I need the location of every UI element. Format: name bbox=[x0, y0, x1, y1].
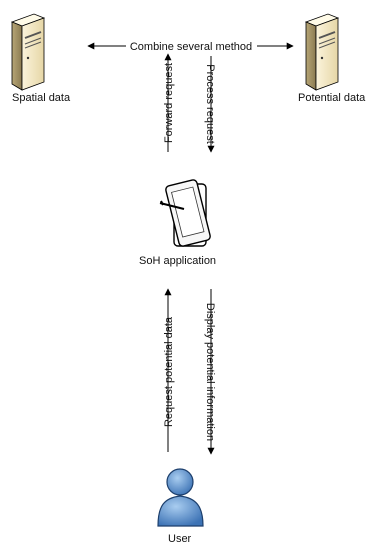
spatial-data-label: Spatial data bbox=[12, 92, 71, 104]
server-icon-spatial bbox=[10, 13, 46, 91]
user-icon bbox=[157, 468, 204, 527]
potential-data-label: Potential data bbox=[298, 92, 366, 104]
tablet-icon bbox=[159, 179, 211, 247]
display-label: Display potential information bbox=[204, 303, 216, 441]
server-icon-potential bbox=[304, 13, 340, 91]
combine-label: Combine several method bbox=[130, 41, 252, 53]
process-label: Process request bbox=[204, 64, 216, 143]
request-label: Request potential data bbox=[163, 316, 175, 427]
user-label: User bbox=[168, 533, 192, 544]
forward-label: Forward request bbox=[163, 63, 175, 143]
soh-application-label: SoH application bbox=[139, 255, 216, 267]
